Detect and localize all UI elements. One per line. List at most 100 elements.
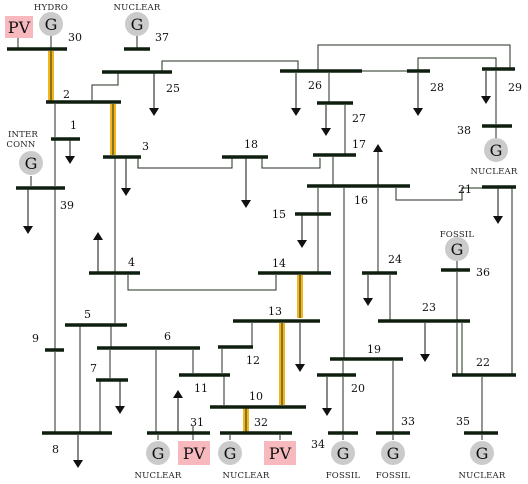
bus-label-5: 5 <box>84 308 91 321</box>
generator-bus-34[interactable]: G <box>331 441 355 465</box>
svg-text:G: G <box>490 141 503 160</box>
bus-bars <box>7 47 516 435</box>
bus-label-12: 12 <box>246 354 260 367</box>
load-arrow-bus-23 <box>420 323 430 362</box>
nuclear-label-bus-37: NUCLEAR <box>114 3 161 13</box>
bus-label-8: 8 <box>52 443 59 456</box>
fossil-label-bus-36: FOSSIL <box>440 230 475 240</box>
load-arrow-bus-24 <box>363 275 373 306</box>
bus-label-24: 24 <box>388 253 402 266</box>
svg-text:G: G <box>387 444 400 463</box>
bus-label-26: 26 <box>308 79 322 92</box>
transmission-lines <box>17 32 513 440</box>
nuclear-label-bus-35: NUCLEAR <box>459 471 506 481</box>
load-arrow-bus-13 <box>295 323 305 372</box>
bus-label-34: 34 <box>311 438 325 451</box>
generator-bus-30[interactable]: G <box>39 12 63 36</box>
line-25-26 <box>161 60 299 73</box>
svg-text:G: G <box>152 444 165 463</box>
bus-label-19: 19 <box>367 343 381 356</box>
bus-label-22: 22 <box>476 356 490 369</box>
load-arrow-bus-15 <box>297 215 307 248</box>
svg-text:G: G <box>45 15 58 34</box>
bus-label-27: 27 <box>352 112 366 125</box>
load-arrow-bus-8 <box>73 435 83 468</box>
svg-text:G: G <box>131 15 144 34</box>
generator-bus-38[interactable]: G <box>484 138 508 162</box>
line-18-17 <box>261 158 321 169</box>
bus-number-labels: 30 37 25 26 28 29 2 27 38 1 3 18 17 39 1… <box>32 31 522 456</box>
bus-label-32: 32 <box>254 416 268 429</box>
gen-arrow-bus-4 <box>93 232 103 272</box>
generator-bus-33[interactable]: G <box>381 441 405 465</box>
gen-arrow-bus-31 <box>173 390 183 432</box>
bus-label-35: 35 <box>456 415 470 428</box>
bus-label-30: 30 <box>68 31 82 44</box>
bus-label-37: 37 <box>155 31 169 44</box>
bus-label-23: 23 <box>422 301 436 314</box>
pv-sources: PV PV PV <box>5 16 296 465</box>
generators: G HYDRO G NUCLEAR G INTER CONN G NUCLEAR… <box>6 3 517 481</box>
svg-text:G: G <box>476 444 489 463</box>
nuclear-label-bus-38: NUCLEAR <box>471 167 518 177</box>
bus-label-28: 28 <box>430 81 444 94</box>
bus-label-31: 31 <box>190 416 204 429</box>
load-arrow-bus-1 <box>65 140 75 164</box>
hydro-label: HYDRO <box>34 3 68 13</box>
load-arrow-bus-39 <box>23 189 33 234</box>
bus-label-2: 2 <box>63 88 70 101</box>
generator-bus-31[interactable]: G <box>146 441 170 465</box>
bus-label-36: 36 <box>476 266 490 279</box>
bus-label-33: 33 <box>401 415 415 428</box>
bus-label-14: 14 <box>272 257 286 270</box>
line-28-29 <box>417 57 497 70</box>
line-16-21 <box>395 187 482 201</box>
svg-text:G: G <box>451 240 464 259</box>
svg-text:PV: PV <box>8 18 31 37</box>
fossil-label-bus-34: FOSSIL <box>326 471 361 481</box>
bus-label-38: 38 <box>457 124 471 137</box>
svg-text:G: G <box>224 444 237 463</box>
generator-bus-32[interactable]: G <box>218 441 242 465</box>
bus-label-7: 7 <box>90 362 97 375</box>
line-2-25 <box>91 73 119 101</box>
inter-label-line2: CONN <box>6 140 36 150</box>
bus-label-29: 29 <box>508 81 522 94</box>
bus-label-25: 25 <box>166 82 180 95</box>
generator-bus-37[interactable]: G <box>125 12 149 36</box>
bus-label-10: 10 <box>249 390 263 403</box>
bus-label-17: 17 <box>352 138 366 151</box>
bus-label-39: 39 <box>60 199 74 212</box>
bus-label-13: 13 <box>268 305 282 318</box>
pv-bus-32[interactable]: PV <box>264 441 296 465</box>
generator-bus-36[interactable]: G <box>445 237 469 261</box>
generator-bus-35[interactable]: G <box>470 441 494 465</box>
bus-label-4: 4 <box>128 256 135 269</box>
load-arrow-bus-21 <box>493 188 503 224</box>
load-arrow-bus-27 <box>321 105 331 136</box>
gen-arrow-bus-16 <box>373 144 383 185</box>
loads <box>23 71 503 468</box>
svg-text:PV: PV <box>269 444 292 463</box>
load-arrow-bus-18 <box>241 158 251 208</box>
line-26-29 <box>317 44 511 70</box>
line-3-18 <box>137 158 233 169</box>
bus-label-21: 21 <box>458 183 472 196</box>
bus-label-9: 9 <box>32 332 39 345</box>
load-arrow-bus-20 <box>322 377 332 416</box>
load-arrow-bus-28 <box>413 73 423 116</box>
generator-bus-39[interactable]: G <box>19 151 43 175</box>
bus-label-3: 3 <box>142 140 149 153</box>
bus-label-20: 20 <box>351 382 365 395</box>
load-arrow-bus-29 <box>481 71 491 104</box>
fossil-label-bus-33: FOSSIL <box>376 471 411 481</box>
pv-bus-30[interactable]: PV <box>5 16 33 38</box>
load-arrow-bus-3 <box>121 158 131 196</box>
bus-label-18: 18 <box>244 138 258 151</box>
svg-text:G: G <box>337 444 350 463</box>
bus-label-6: 6 <box>164 330 171 343</box>
pv-bus-31[interactable]: PV <box>178 441 210 465</box>
nuclear-label-bus-32: NUCLEAR <box>223 471 270 481</box>
load-arrow-bus-7 <box>115 381 125 414</box>
